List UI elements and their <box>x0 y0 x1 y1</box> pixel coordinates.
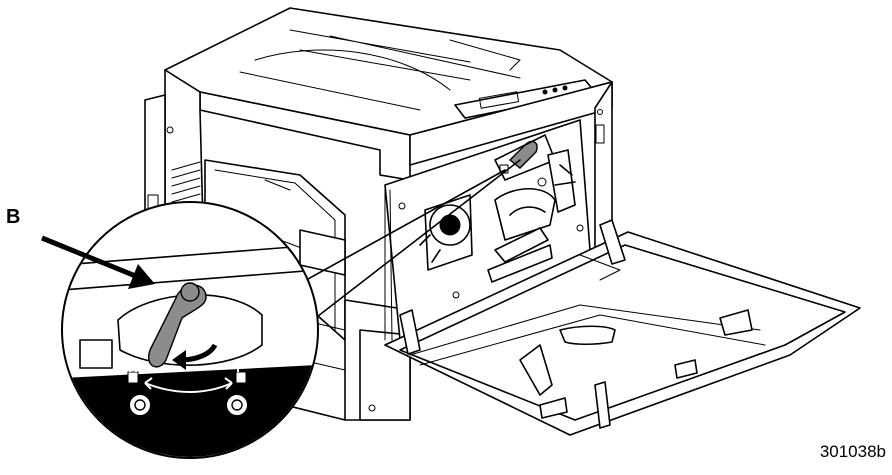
callout-label: B <box>6 206 21 228</box>
rotate-arrow-icon <box>172 343 218 370</box>
panel-square <box>79 339 113 369</box>
leader-line <box>269 159 521 331</box>
printer-interior <box>384 119 591 341</box>
figure-number: 301038b <box>819 442 886 461</box>
unlock-icon <box>235 362 247 384</box>
callout-arrow-icon <box>41 235 155 289</box>
front-door <box>384 219 861 436</box>
lock-icon <box>127 364 139 384</box>
callout-magnifier <box>61 159 521 459</box>
